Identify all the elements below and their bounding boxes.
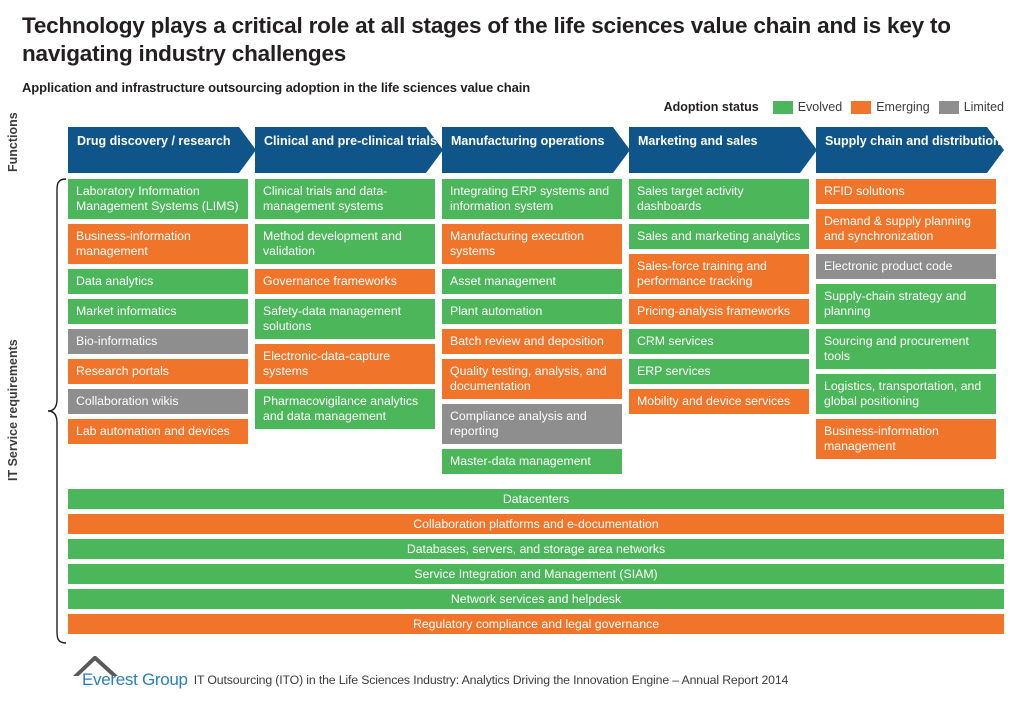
matrix-cell[interactable]: Manufacturing execution systems	[442, 224, 622, 264]
cross-cutting-bar[interactable]: Regulatory compliance and legal governan…	[68, 614, 1004, 634]
matrix-cell[interactable]: Logistics, transportation, and global po…	[816, 374, 996, 414]
matrix-cell[interactable]: Sourcing and procurement tools	[816, 329, 996, 369]
matrix-cell[interactable]: Laboratory Information Management System…	[68, 179, 248, 219]
legend-swatch-limited	[938, 100, 959, 114]
legend-item-limited: Limited	[938, 100, 1004, 114]
matrix-cell[interactable]: Electronic-data-capture systems	[255, 344, 435, 384]
footer: Everest Group IT Outsourcing (ITO) in th…	[72, 655, 788, 689]
matrix-cell[interactable]: Plant automation	[442, 299, 622, 324]
matrix-column-2: Clinical trials and data-management syst…	[255, 179, 435, 434]
legend-title: Adoption status	[663, 100, 759, 114]
legend-label-emerging: Emerging	[876, 100, 930, 114]
matrix-column-1: Laboratory Information Management System…	[68, 179, 248, 449]
matrix-cell[interactable]: Quality testing, analysis, and documenta…	[442, 359, 622, 399]
matrix-cell[interactable]: Governance frameworks	[255, 269, 435, 294]
matrix-cell[interactable]: Lab automation and devices	[68, 419, 248, 444]
page-title: Technology plays a critical role at all …	[22, 13, 951, 67]
function-header-5[interactable]: Supply chain and distribution	[816, 127, 1004, 173]
matrix-cell[interactable]: Asset management	[442, 269, 622, 294]
matrix-cell[interactable]: Data analytics	[68, 269, 248, 294]
function-header-2[interactable]: Clinical and pre-clinical trials	[255, 127, 443, 173]
matrix-cell[interactable]: Sales-force training and performance tra…	[629, 254, 809, 294]
matrix-cell[interactable]: Integrating ERP systems and information …	[442, 179, 622, 219]
matrix-cell[interactable]: Bio-informatics	[68, 329, 248, 354]
matrix-cell[interactable]: Business-information management	[816, 419, 996, 459]
legend: Adoption status Evolved Emerging Limited	[664, 100, 1004, 114]
matrix-column-3: Integrating ERP systems and information …	[442, 179, 622, 479]
function-header-3[interactable]: Manufacturing operations	[442, 127, 630, 173]
matrix-cell[interactable]: Business-information management	[68, 224, 248, 264]
title-block: Technology plays a critical role at all …	[22, 12, 1002, 95]
matrix-cell[interactable]: Sales target activity dashboards	[629, 179, 809, 219]
function-header-1[interactable]: Drug discovery / research	[68, 127, 256, 173]
cross-cutting-bar[interactable]: Datacenters	[68, 489, 1004, 509]
legend-swatch-emerging	[851, 100, 872, 114]
matrix-cell[interactable]: Electronic product code	[816, 254, 996, 279]
matrix-cell[interactable]: Pharmacovigilance analytics and data man…	[255, 389, 435, 429]
matrix-cell[interactable]: Demand & supply planning and synchroniza…	[816, 209, 996, 249]
legend-swatch-evolved	[772, 100, 793, 114]
matrix-cell[interactable]: Safety-data management solutions	[255, 299, 435, 339]
legend-item-evolved: Evolved	[772, 100, 843, 114]
axis-label-it-service-requirements: IT Service requirements	[6, 339, 20, 481]
legend-item-emerging: Emerging	[851, 100, 930, 114]
matrix-cell[interactable]: Master-data management	[442, 449, 622, 474]
mountain-peak-icon	[73, 656, 118, 676]
matrix-cell[interactable]: RFID solutions	[816, 179, 996, 204]
legend-label-limited: Limited	[963, 100, 1004, 114]
matrix-cell[interactable]: ERP services	[629, 359, 809, 384]
matrix-cell[interactable]: Collaboration wikis	[68, 389, 248, 414]
legend-label-evolved: Evolved	[797, 100, 843, 114]
cross-cutting-bar[interactable]: Collaboration platforms and e-documentat…	[68, 514, 1004, 534]
matrix-cell[interactable]: Sales and marketing analytics	[629, 224, 809, 249]
matrix-cell[interactable]: Batch review and deposition	[442, 329, 622, 354]
everest-group-logo: Everest Group	[72, 655, 188, 689]
footer-source-text: IT Outsourcing (ITO) in the Life Science…	[193, 673, 789, 687]
matrix-cell[interactable]: CRM services	[629, 329, 809, 354]
cross-cutting-bar[interactable]: Databases, servers, and storage area net…	[68, 539, 1004, 559]
matrix-cell[interactable]: Compliance analysis and reporting	[442, 404, 622, 444]
matrix-cell[interactable]: Clinical trials and data-management syst…	[255, 179, 435, 219]
matrix-cell[interactable]: Market informatics	[68, 299, 248, 324]
curly-brace-icon	[47, 178, 67, 644]
matrix-cell[interactable]: Pricing-analysis frameworks	[629, 299, 809, 324]
cross-cutting-bar[interactable]: Service Integration and Management (SIAM…	[68, 564, 1004, 584]
matrix-cell[interactable]: Mobility and device services	[629, 389, 809, 414]
function-header-4[interactable]: Marketing and sales	[629, 127, 817, 173]
logo-text: Everest Group	[82, 670, 188, 689]
matrix-cell[interactable]: Method development and validation	[255, 224, 435, 264]
matrix-cell[interactable]: Supply-chain strategy and planning	[816, 284, 996, 324]
page-subtitle: Application and infrastructure outsourci…	[22, 80, 531, 96]
cross-cutting-bar[interactable]: Network services and helpdesk	[68, 589, 1004, 609]
axis-label-functions: Functions	[6, 112, 20, 172]
matrix-cell[interactable]: Research portals	[68, 359, 248, 384]
